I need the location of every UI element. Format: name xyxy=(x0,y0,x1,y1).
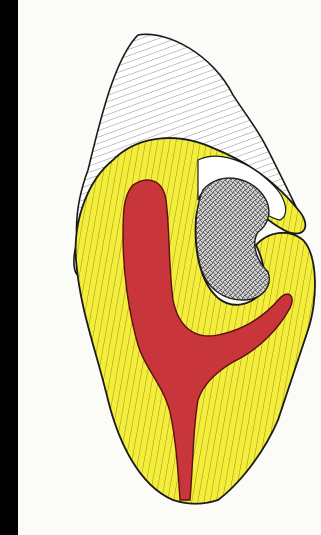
figure-canvas xyxy=(18,0,321,535)
tooth-diagram xyxy=(18,0,321,535)
carious-lesion xyxy=(196,178,269,300)
